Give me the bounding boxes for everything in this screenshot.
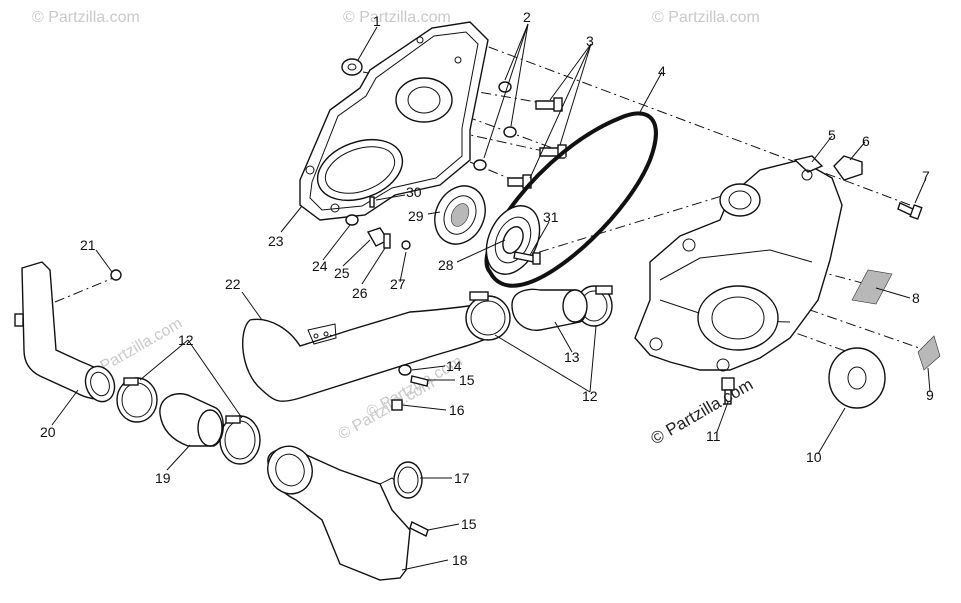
callout-15: 15 (461, 516, 477, 532)
drive-belt-part-4 (484, 111, 658, 288)
callout-24: 24 (312, 258, 328, 274)
nut-part-16 (391, 399, 403, 411)
callout-22: 22 (225, 276, 241, 292)
callouts: 1 2 3 4 5 6 7 8 9 10 11 12 12 13 14 15 1… (40, 9, 934, 568)
nut-part-27 (401, 240, 411, 250)
watermark: © Partzilla.com (32, 9, 140, 26)
callout-27: 27 (390, 276, 406, 292)
callout-4: 4 (658, 63, 666, 79)
clamp-part-12 (219, 415, 261, 465)
washers-part-2 (473, 81, 517, 171)
watermark: © Partzilla.com (652, 9, 760, 26)
drive-belt-inner-edge (493, 120, 650, 281)
callout-16: 16 (449, 402, 465, 418)
callout-18: 18 (452, 552, 468, 568)
seal-part-1 (341, 58, 363, 76)
bolt-part-7 (897, 202, 923, 220)
inner-cover-part-23 (299, 21, 489, 221)
callout-14: 14 (446, 358, 462, 374)
callout-19: 19 (155, 470, 171, 486)
decal-part-8 (851, 269, 893, 305)
callout-11: 11 (706, 428, 721, 444)
sleeve-part-19 (159, 393, 224, 447)
washer-part-14 (398, 364, 412, 376)
callout-28: 28 (438, 257, 454, 273)
callout-3: 3 (586, 33, 594, 49)
watermark: © Partzilla.com (343, 9, 451, 26)
callout-12: 12 (178, 332, 194, 348)
callout-2: 2 (523, 9, 531, 25)
intake-elbow-part-20 (14, 261, 116, 403)
callout-20: 20 (40, 424, 56, 440)
callout-17: 17 (454, 470, 470, 486)
clamp-part-17 (393, 461, 423, 499)
screw-part-21 (110, 269, 122, 281)
callout-29: 29 (408, 208, 424, 224)
callout-12: 12 (582, 388, 598, 404)
bolt-part-31 (513, 251, 541, 265)
seal-ring-part-29 (434, 185, 486, 245)
clip-part-6 (833, 155, 863, 181)
callout-30: 30 (406, 184, 422, 200)
callout-8: 8 (912, 290, 920, 306)
callout-26: 26 (352, 285, 368, 301)
screw-part-30 (369, 196, 375, 208)
callout-7: 7 (922, 168, 930, 184)
leader-lines (51, 23, 931, 571)
callout-10: 10 (806, 449, 822, 465)
callout-15: 15 (459, 372, 475, 388)
callout-6: 6 (862, 133, 870, 149)
callout-13: 13 (564, 349, 580, 365)
callout-23: 23 (268, 233, 284, 249)
sleeve-part-13 (511, 288, 588, 331)
bolt-part-11 (721, 377, 735, 405)
clamp-part-12 (465, 291, 511, 341)
bolt-part-15 (410, 375, 429, 387)
callout-31: 31 (543, 209, 559, 225)
callout-9: 9 (926, 387, 934, 403)
seal-disk-part-10 (828, 347, 886, 409)
copyright-credit: © Partzilla.com (648, 375, 757, 449)
callout-21: 21 (80, 237, 96, 253)
callout-25: 25 (334, 265, 350, 281)
lower-duct-part-18 (267, 445, 411, 581)
decal-part-9 (917, 335, 941, 371)
outer-clutch-cover-part-5 (634, 155, 843, 372)
callout-5: 5 (828, 127, 836, 143)
clamp-part-12 (116, 377, 158, 423)
callout-1: 1 (373, 13, 381, 29)
washer-part-24 (345, 214, 359, 226)
bolt-part-26 (383, 233, 391, 249)
bolt-part-15-lower (409, 521, 429, 537)
intake-duct-part-22 (242, 301, 499, 402)
